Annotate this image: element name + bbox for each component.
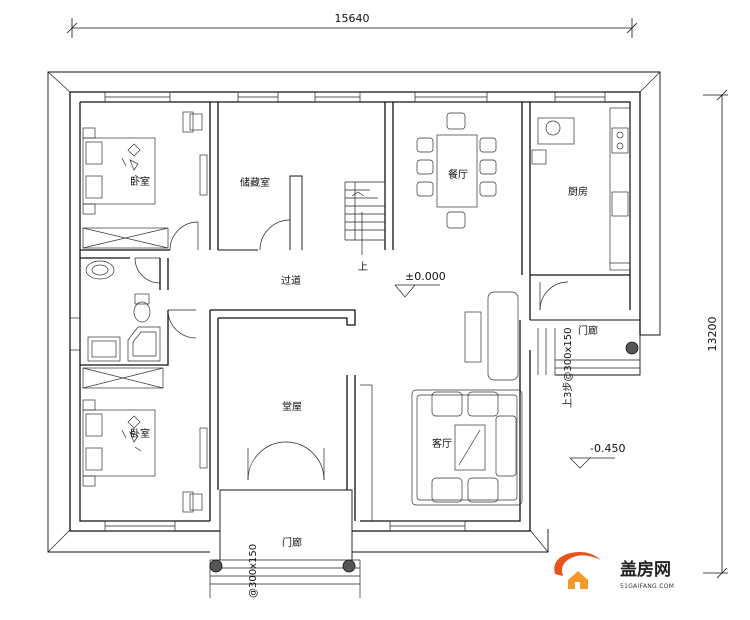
bathroom-fixtures [82,260,164,389]
room-label-corridor: 过道 [281,274,301,287]
steps-right-label: 上3步@300x150 [562,328,574,408]
stairs: 上 [344,181,386,273]
house-icon [568,571,588,589]
kitchen-fixtures: 厨房 [531,107,631,271]
overall-depth-label: 13200 [706,317,719,352]
room-label-storage: 储藏室 [240,176,270,189]
stair-up-label: 上 [358,261,368,273]
interior-walls [80,102,630,521]
porch-right: 门廊 上3步@300x150 -0.450 [530,319,641,469]
steps-front-label: @300x150 [248,544,259,598]
dining-furniture: 餐厅 [416,112,497,229]
logo-name: 盖房网 [620,559,671,580]
bedroom-top-furniture: 卧室 [82,111,208,249]
doors [134,219,569,481]
room-label-kitchen: 厨房 [568,185,588,198]
outdoor-elevation-label: -0.450 [590,442,625,455]
exterior-walls [69,91,641,532]
central-labels: 储藏室 过道 堂屋 ±0.000 [240,176,446,413]
floor-elevation-label: ±0.000 [405,270,446,283]
room-label-main-hall: 堂屋 [282,401,302,413]
site-logo: 盖房网 51GAIFANG.COM [554,552,674,590]
logo-url: 51GAIFANG.COM [620,583,674,590]
room-label-porch-right: 门廊 [578,324,598,337]
porch-front: 门廊 @300x150 [209,489,361,598]
bedroom-bottom-furniture: 卧室 [82,399,208,513]
living-furniture: 客厅 [411,291,523,506]
room-label-bedroom-top: 卧室 [130,175,150,188]
top-dimension: 15640 [66,12,638,38]
overall-width-label: 15640 [335,12,370,25]
roof-outline [47,71,661,553]
right-dimension: 13200 [703,89,728,579]
room-label-porch-front: 门廊 [282,536,302,549]
room-label-bedroom-bottom: 卧室 [130,427,150,440]
house-swoosh-icon [554,552,601,576]
room-label-dining: 餐厅 [448,168,468,181]
room-label-living: 客厅 [432,437,452,450]
